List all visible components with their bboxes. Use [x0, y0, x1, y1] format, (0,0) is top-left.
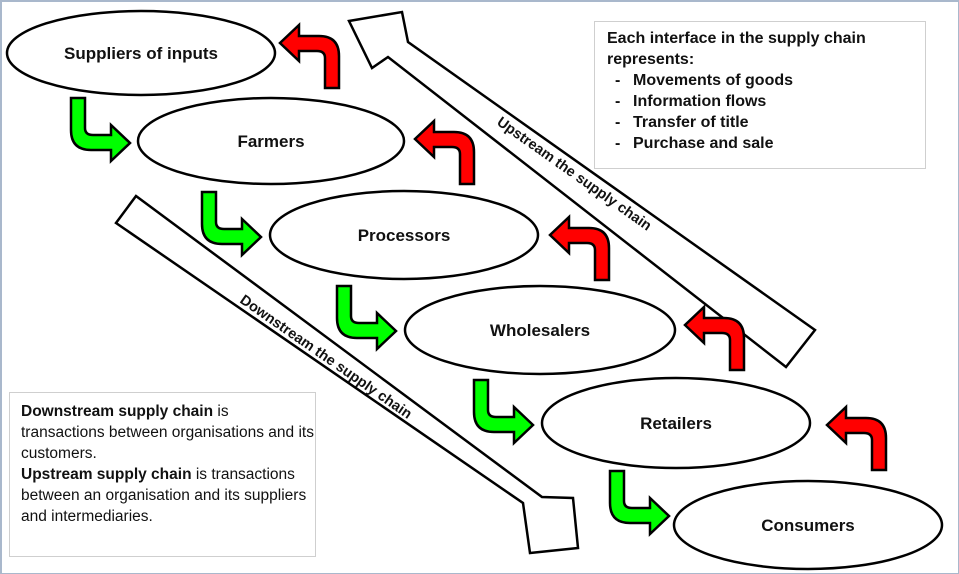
node-ellipse — [268, 189, 540, 281]
upstream-flow-arrow-icon — [278, 22, 341, 90]
node-label: Suppliers of inputs — [64, 44, 218, 63]
node-ellipse — [540, 376, 812, 470]
info-item: -Transfer of title — [615, 114, 749, 131]
info-box-heading: Each interface in the supply chain repre… — [607, 30, 866, 68]
upstream-term: Upstream supply chain — [21, 466, 192, 483]
definitions-box: Downstream supply chain is transactions … — [9, 392, 316, 557]
upstream-definition: is transactions between an organisation … — [21, 466, 307, 525]
node-suppliers: Suppliers of inputs — [5, 9, 277, 97]
node-ellipse — [5, 9, 277, 97]
info-item: -Movements of goods — [615, 72, 794, 89]
node-processors: Processors — [268, 189, 540, 281]
node-label: Farmers — [237, 132, 304, 151]
downstream-flow-arrow-icon — [69, 96, 132, 164]
node-label: Wholesalers — [490, 321, 590, 340]
upstream-flow-arrow-icon — [825, 404, 888, 472]
upstream-flow-arrow-icon — [413, 118, 476, 186]
node-ellipse — [136, 96, 406, 186]
downstream-flow-arrow-icon — [472, 378, 535, 446]
node-ellipse — [403, 284, 677, 376]
node-retailers: Retailers — [540, 376, 812, 470]
node-label: Retailers — [640, 414, 712, 433]
downstream-flow-arrow-icon — [200, 190, 263, 258]
upstream-flow-arrow-icon — [548, 214, 611, 282]
downstream-term: Downstream supply chain — [21, 403, 214, 420]
node-label: Consumers — [761, 516, 855, 535]
downstream-flow-arrow-icon — [608, 469, 671, 537]
node-farmers: Farmers — [136, 96, 406, 186]
info-item: -Purchase and sale — [615, 135, 774, 152]
upstream-flow-arrow-icon — [683, 304, 746, 372]
node-label: Processors — [358, 226, 451, 245]
interface-info-box: Each interface in the supply chain repre… — [594, 21, 926, 169]
downstream-definition: is transactions between organisations an… — [21, 403, 314, 462]
info-item: -Information flows — [615, 93, 767, 110]
node-consumers: Consumers — [672, 479, 944, 571]
node-ellipse — [672, 479, 944, 571]
node-wholesalers: Wholesalers — [403, 284, 677, 376]
downstream-flow-arrow-icon — [335, 284, 398, 352]
